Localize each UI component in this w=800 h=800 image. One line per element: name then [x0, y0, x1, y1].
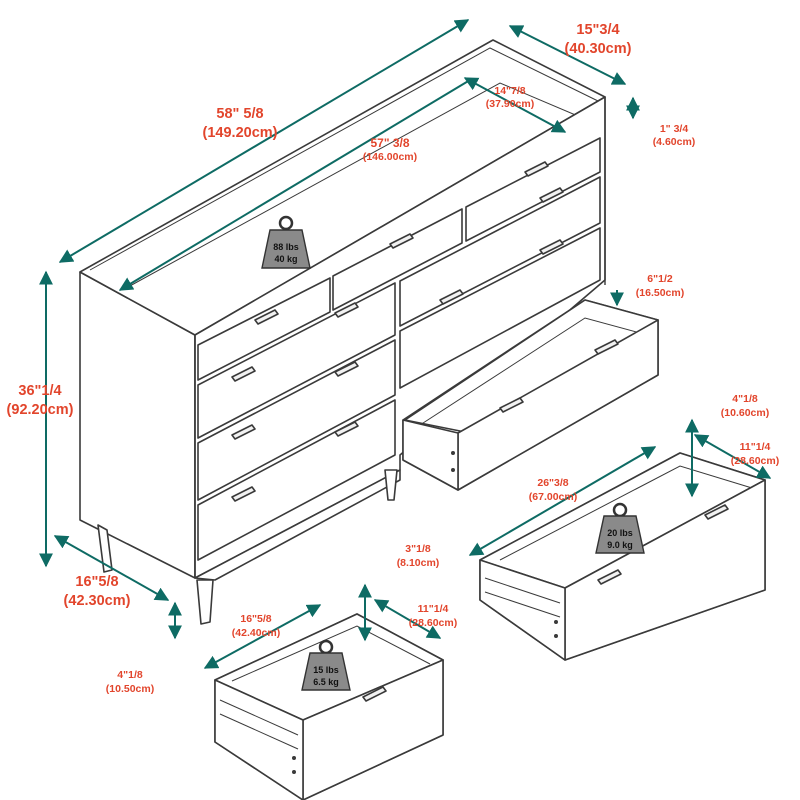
- large-drawer-weight-kg: 9.0 kg: [607, 540, 633, 550]
- dresser-inner-width-in: 57" 3/8: [370, 136, 409, 150]
- small-drawer-weight-kg: 6.5 kg: [313, 677, 339, 687]
- leg-height-cm: (10.50cm): [106, 683, 154, 695]
- small-drawer-height-in: 3"1/8: [405, 543, 431, 555]
- small-drawer-width-cm: (42.40cm): [232, 627, 280, 639]
- large-drawer-depth-cm: (28.60cm): [731, 455, 779, 467]
- dresser-side-depth-cm: (42.30cm): [64, 593, 131, 609]
- small-drawer-weight-lbs: 15 lbs: [313, 665, 339, 675]
- small-drawer-depth-cm: (28.60cm): [409, 617, 457, 629]
- leg-front-left: [196, 579, 214, 625]
- dresser-inner-depth-cm: (37.90cm): [486, 98, 534, 110]
- large-drawer-height-cm: (10.60cm): [721, 407, 769, 419]
- large-drawer-height-in: 4"1/8: [732, 393, 758, 405]
- dresser-width-in: 58" 5/8: [216, 106, 263, 122]
- dresser-width-cm: (149.20cm): [203, 125, 278, 141]
- small-drawer-width-in: 16"5/8: [240, 613, 271, 625]
- top-lip-cm: (4.60cm): [653, 136, 696, 148]
- large-drawer-width-cm: (67.00cm): [529, 491, 577, 503]
- dresser-inner-depth-in: 14"7/8: [494, 85, 525, 97]
- dresser-height-cm: (92.20cm): [7, 402, 74, 418]
- dresser-inner-width-cm: (146.00cm): [363, 151, 417, 163]
- dresser-depth-cm: (40.30cm): [565, 41, 632, 57]
- dresser-height-in: 36"1/4: [18, 383, 61, 399]
- small-drawer-depth-in: 11"1/4: [418, 603, 449, 615]
- large-drawer-width-in: 26"3/8: [537, 477, 568, 489]
- dimension-lines: [39, 19, 772, 669]
- large-drawer-weight-lbs: 20 lbs: [607, 528, 633, 538]
- dimension-labels: 58" 5/8 (149.20cm) 57" 3/8 (146.00cm) 15…: [7, 22, 780, 695]
- leg-front-right: [384, 469, 398, 501]
- top-lip-in: 1" 3/4: [660, 123, 688, 135]
- dresser-weight-kg: 40 kg: [274, 254, 297, 264]
- open-drawer-height-cm: (16.50cm): [636, 287, 684, 299]
- dresser-depth-in: 15"3/4: [576, 22, 619, 38]
- large-drawer-depth-in: 11"1/4: [740, 441, 771, 453]
- open-drawer-height-in: 6"1/2: [647, 273, 673, 285]
- large-drawer: [479, 452, 766, 661]
- drawer-fronts-left: [197, 137, 601, 561]
- small-drawer-height-cm: (8.10cm): [397, 557, 440, 569]
- dresser-side-depth-in: 16"5/8: [75, 574, 118, 590]
- dresser-weight-lbs: 88 lbs: [273, 242, 299, 252]
- leg-height-in: 4"1/8: [117, 669, 143, 681]
